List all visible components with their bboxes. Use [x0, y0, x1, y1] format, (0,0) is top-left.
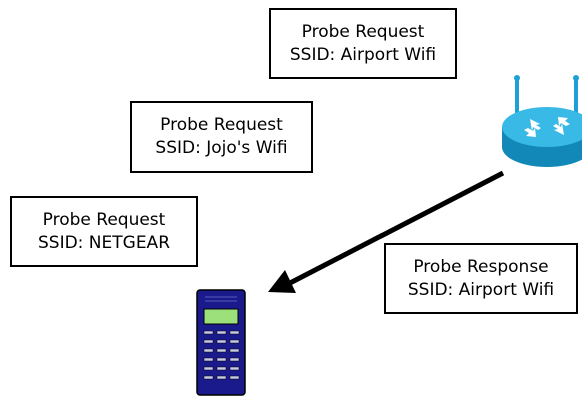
probe-response-box: Probe Response SSID: Airport Wifi [384, 243, 578, 314]
probe-request-title: Probe Request [301, 21, 425, 42]
probe-request-ssid: SSID: NETGEAR [37, 232, 170, 253]
arrow-icon [268, 170, 505, 293]
router-icon [502, 75, 582, 167]
probe-request-jojo-box: Probe Request SSID: Jojo's Wifi [130, 101, 313, 173]
probe-request-title: Probe Request [160, 115, 283, 135]
probe-request-netgear-box: Probe Request SSID: NETGEAR [10, 196, 198, 267]
probe-request-title: Probe Request [42, 209, 166, 230]
probe-request-ssid: SSID: Jojo's Wifi [155, 138, 288, 158]
probe-request-ssid: SSID: Airport Wifi [289, 44, 437, 65]
probe-response-ssid: SSID: Airport Wifi [407, 279, 555, 300]
mobile-phone-icon [196, 289, 246, 396]
probe-response-title: Probe Response [413, 256, 549, 277]
probe-request-airport-box: Probe Request SSID: Airport Wifi [269, 8, 457, 79]
